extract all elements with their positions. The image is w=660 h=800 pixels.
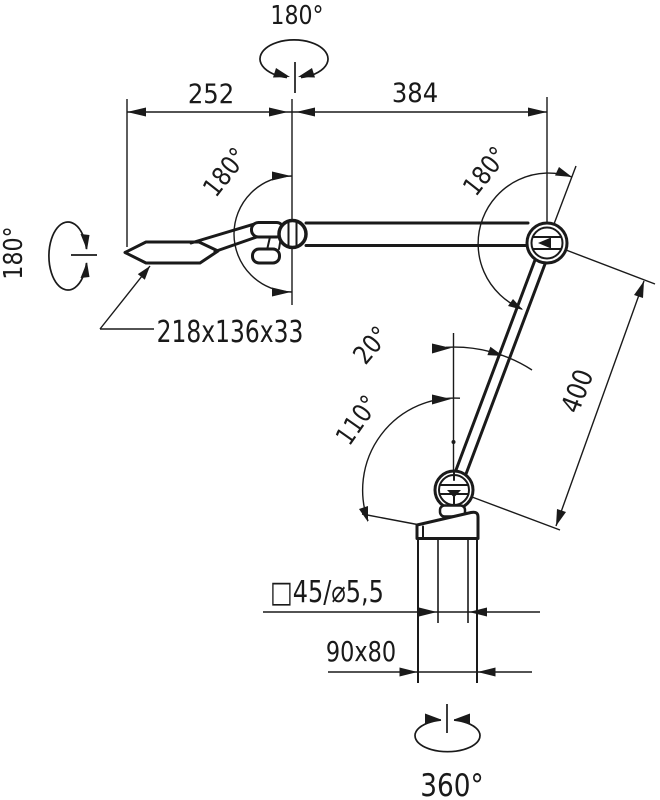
label-rotation-head: 180° xyxy=(0,226,29,279)
angle-arc xyxy=(477,172,573,310)
rotation-symbol-top xyxy=(259,39,329,93)
base xyxy=(415,504,480,683)
rotation-arrow-down-icon xyxy=(80,262,90,278)
rotation-arrow-left-icon xyxy=(273,68,290,78)
arm-axis-extension xyxy=(553,165,577,225)
dim-arrow-icon xyxy=(528,107,547,117)
dim-arrow-icon xyxy=(269,107,288,117)
head-bracket-edge xyxy=(189,222,258,245)
label-rotation-base: 360° xyxy=(420,767,483,800)
label-dim-252: 252 xyxy=(188,79,234,111)
head-bracket-edge xyxy=(213,234,263,253)
dim-arrow-icon xyxy=(634,281,644,298)
rotation-ellipse xyxy=(259,39,329,79)
label-base-plate: 90x80 xyxy=(326,634,396,667)
label-rotation-top: 180° xyxy=(270,0,323,30)
centerline-dot xyxy=(451,440,456,444)
base-bracket xyxy=(415,510,480,540)
dim-arrow-icon xyxy=(296,107,315,117)
upper-arm xyxy=(304,221,530,247)
lower-arm xyxy=(454,258,547,476)
dimension-top xyxy=(126,97,548,305)
label-head-size: 218x136x33 xyxy=(157,315,304,350)
arc-arrow-icon xyxy=(272,287,291,297)
reference-line xyxy=(361,513,421,526)
leader-arrow-icon xyxy=(137,266,150,280)
angle-arc-elbow xyxy=(477,165,577,310)
knuckle-center-marker xyxy=(447,490,461,498)
dimension-base xyxy=(328,667,532,677)
arc-arrow-icon xyxy=(432,394,451,405)
angle-arc-joint1 xyxy=(233,171,293,297)
labels: 180° 252 384 180° 180° 180° 218x136x33 2… xyxy=(0,0,600,800)
extension-line-top xyxy=(565,249,656,285)
arc-arrow-icon xyxy=(508,299,523,310)
dim-arrow-icon xyxy=(556,509,566,526)
leader-head-size xyxy=(99,265,154,330)
elbow-center-marker xyxy=(538,237,551,249)
label-dim-400: 400 xyxy=(555,365,600,417)
rotation-symbol-base xyxy=(414,704,481,753)
dim-arrow-icon xyxy=(419,607,437,617)
label-angle-joint1: 180° xyxy=(197,142,254,202)
label-mount-plate: □45/⌀5,5 xyxy=(270,575,384,609)
label-dim-384: 384 xyxy=(392,78,438,110)
lower-arm-edge xyxy=(454,258,537,472)
joint1-knob xyxy=(277,218,308,250)
rotation-arrow-left-icon xyxy=(425,713,441,725)
rotation-arrow-right-icon xyxy=(298,68,315,78)
dim-arrow-icon xyxy=(127,107,146,117)
arc-arrow-icon xyxy=(432,343,451,354)
lower-arm-edge xyxy=(464,262,547,476)
dimension-lower-arm xyxy=(471,249,656,531)
elbow-joint xyxy=(525,221,569,265)
elbow-knob-inner xyxy=(530,226,564,260)
knuckle-joint xyxy=(433,469,475,511)
arc-arrow-icon xyxy=(555,167,572,177)
rotation-ellipse xyxy=(48,221,88,291)
arc-20deg xyxy=(445,346,533,371)
lamp-head-assembly xyxy=(123,218,308,265)
arc-arrow-icon xyxy=(272,171,291,181)
dim-arrow-icon xyxy=(477,667,496,677)
rotation-symbol-head xyxy=(48,221,97,291)
label-angle-elbow: 180° xyxy=(457,141,514,201)
dim-arrow-icon xyxy=(399,667,418,677)
angle-arc xyxy=(233,175,293,293)
extension-line-bottom xyxy=(471,496,561,531)
rotation-arrow-up-icon xyxy=(80,234,90,250)
angle-arcs-knuckle xyxy=(359,333,533,526)
head-tab xyxy=(251,247,281,265)
lamp-head xyxy=(123,240,220,265)
dimension-line xyxy=(555,280,645,527)
rotation-arrow-right-icon xyxy=(454,713,470,725)
rotation-ellipse xyxy=(414,719,481,753)
label-angle-20: 20° xyxy=(347,321,395,370)
